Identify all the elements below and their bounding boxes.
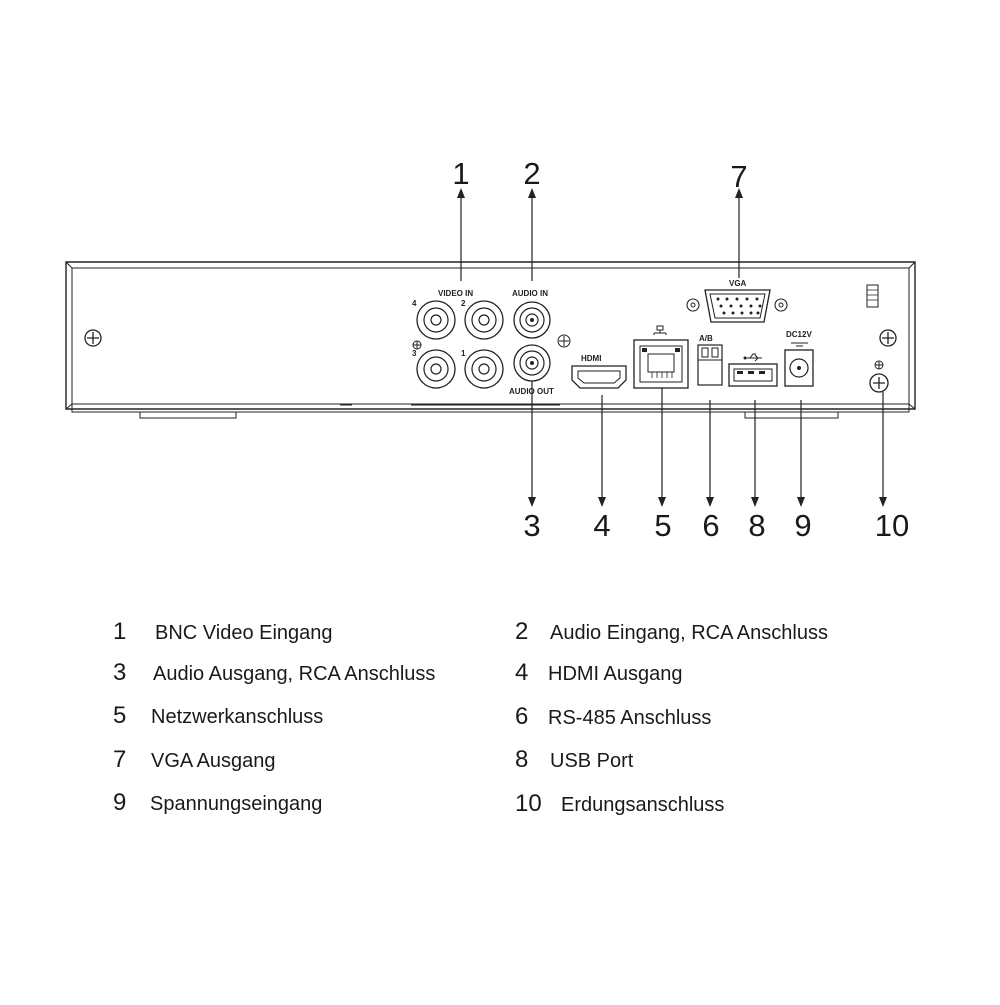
right-screw-icon xyxy=(879,329,897,347)
legend-number: 6 xyxy=(515,703,529,730)
vga-screw-icon xyxy=(686,298,700,312)
legend-item: 4 HDMI Ausgang xyxy=(515,659,683,687)
ground-symbol-icon xyxy=(412,340,422,350)
network-port xyxy=(633,325,689,389)
callout-1: 1 xyxy=(452,156,469,191)
legend-text: USB Port xyxy=(550,750,634,772)
bnc-connector-icon xyxy=(416,300,456,340)
legend-item: 10 Erdungsanschluss xyxy=(515,790,724,818)
legend-item: 5 Netzwerkanschluss xyxy=(113,702,323,730)
audio-in-label: AUDIO IN xyxy=(512,289,548,298)
vga-port: VGA xyxy=(686,279,788,323)
rs485-port: A/B xyxy=(697,334,723,386)
left-screw-icon xyxy=(84,329,102,347)
callout-2: 2 xyxy=(523,156,540,191)
legend-number: 2 xyxy=(515,618,529,645)
callout-4: 4 xyxy=(593,508,610,543)
legend-item: 9 Spannungseingang xyxy=(113,789,322,817)
rca-connector-icon xyxy=(513,301,551,339)
vent-icon xyxy=(866,284,879,308)
ground-symbol-icon xyxy=(557,334,571,348)
leader-lines xyxy=(457,188,887,507)
ab-label: A/B xyxy=(699,334,713,343)
vga-label: VGA xyxy=(729,279,747,288)
bnc-connector-icon xyxy=(416,349,456,389)
callout-7: 7 xyxy=(730,159,747,194)
dc-power-port: DC12V xyxy=(784,330,814,387)
device-chassis xyxy=(65,261,916,419)
legend-item: 2 Audio Eingang, RCA Anschluss xyxy=(515,618,828,646)
bnc-number: 2 xyxy=(461,299,466,308)
legend-item: 7 VGA Ausgang xyxy=(113,746,276,774)
callout-10: 10 xyxy=(875,508,909,543)
legend-item: 6 RS-485 Anschluss xyxy=(515,703,711,731)
callout-8: 8 xyxy=(748,508,765,543)
usb-port xyxy=(728,353,778,387)
legend-item: 3 Audio Ausgang, RCA Anschluss xyxy=(113,659,435,687)
legend-number: 9 xyxy=(113,789,127,816)
legend-text: VGA Ausgang xyxy=(151,750,276,772)
video-in-label: VIDEO IN xyxy=(438,289,473,298)
legend-text: RS-485 Anschluss xyxy=(548,707,712,729)
legend-text: Erdungsanschluss xyxy=(561,794,725,816)
hdmi-port: HDMI xyxy=(571,354,627,389)
vga-screw-icon xyxy=(774,298,788,312)
hdmi-label: HDMI xyxy=(581,354,601,363)
usb-icon xyxy=(743,353,762,362)
network-icon xyxy=(653,325,667,335)
bnc-connector-icon xyxy=(464,349,504,389)
callout-3: 3 xyxy=(523,508,540,543)
legend-number: 7 xyxy=(113,746,127,773)
legend-number: 5 xyxy=(113,702,127,729)
callout-9: 9 xyxy=(794,508,811,543)
legend-text: BNC Video Eingang xyxy=(155,622,333,644)
legend-number: 3 xyxy=(113,659,127,686)
bnc-number: 4 xyxy=(412,299,417,308)
legend-text: Audio Ausgang, RCA Anschluss xyxy=(153,663,436,685)
legend-text: Audio Eingang, RCA Anschluss xyxy=(550,622,828,644)
callout-6: 6 xyxy=(702,508,719,543)
legend-text: Netzwerkanschluss xyxy=(151,706,324,728)
legend-item: 8 USB Port xyxy=(515,746,633,774)
ground-terminal xyxy=(869,360,889,393)
legend-number: 10 xyxy=(515,790,542,817)
dc-label: DC12V xyxy=(786,330,812,339)
ground-symbol-icon xyxy=(874,360,884,370)
legend-item: 1 BNC Video Eingang xyxy=(113,618,333,646)
legend-number: 8 xyxy=(515,746,529,773)
callout-numbers: 1 2 7 3 4 5 6 8 9 10 xyxy=(452,156,909,543)
legend-text: Spannungseingang xyxy=(150,793,323,815)
bnc-video-inputs: VIDEO IN 4 2 3 1 xyxy=(412,289,504,389)
bnc-connector-icon xyxy=(464,300,504,340)
callout-5: 5 xyxy=(654,508,671,543)
legend-number: 4 xyxy=(515,659,529,686)
legend-text: HDMI Ausgang xyxy=(548,663,683,685)
bnc-number: 1 xyxy=(461,349,466,358)
polarity-icon xyxy=(791,342,808,347)
legend-number: 1 xyxy=(113,618,127,645)
bnc-number: 3 xyxy=(412,349,417,358)
